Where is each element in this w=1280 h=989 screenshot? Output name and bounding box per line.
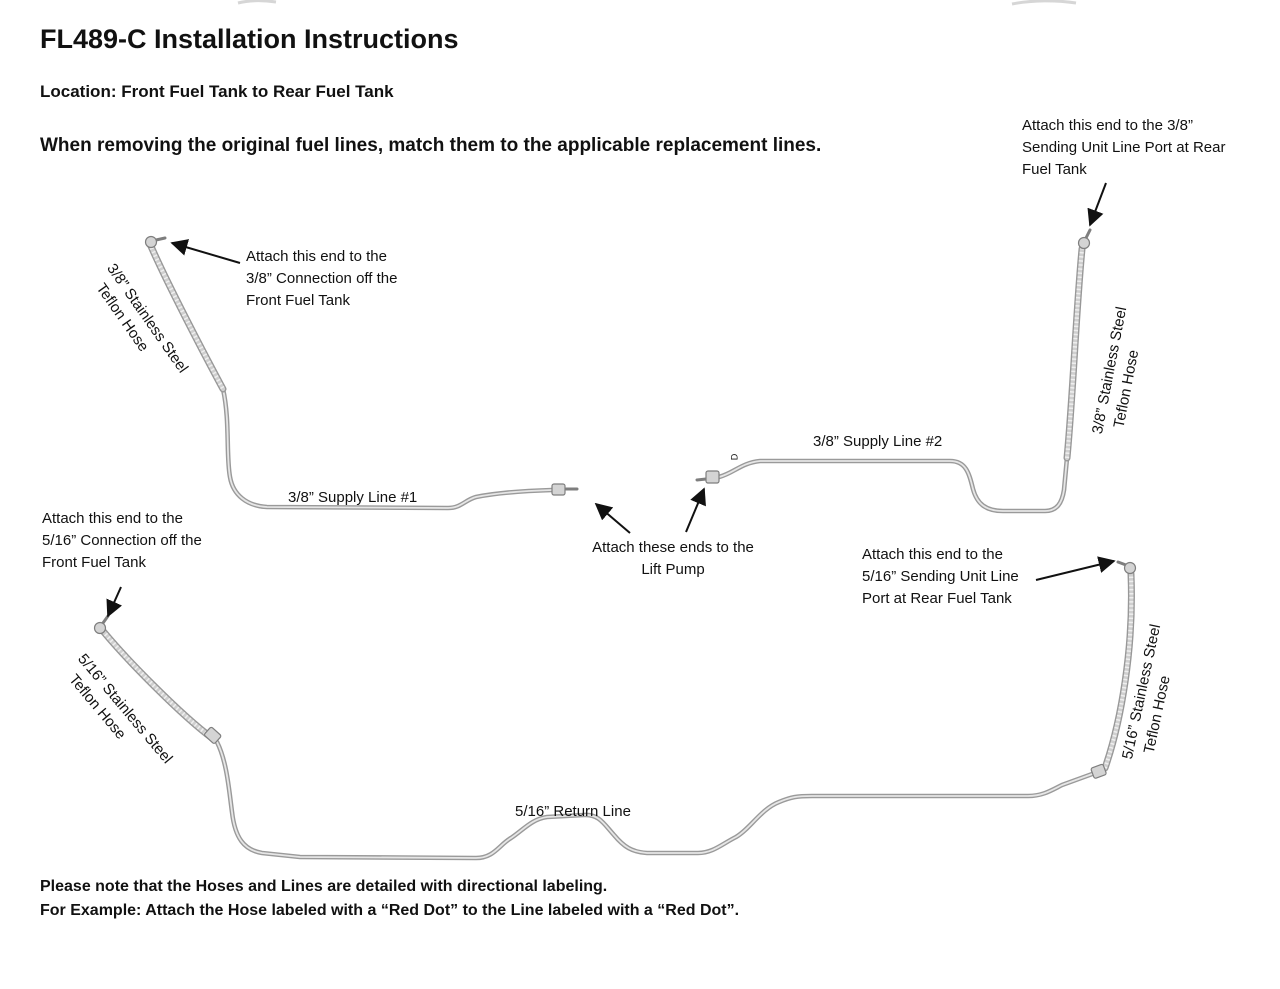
supply-line-1-label: 3/8” Supply Line #1 xyxy=(288,489,418,506)
supply-line-2 xyxy=(719,458,1067,511)
return-line-label: 5/16” Return Line xyxy=(515,803,631,820)
annotation-front-516: Attach this end to the 5/16” Connection … xyxy=(42,508,202,574)
return-line-rear-fitting xyxy=(1090,763,1107,779)
return-line xyxy=(217,742,1095,858)
arrow-to-lift-pump-left-fitting xyxy=(594,502,631,534)
scan-artifacts xyxy=(237,0,1077,6)
supply-line-2-lift-pump-fitting xyxy=(695,470,720,484)
supply-line-1-lift-pump-fitting xyxy=(551,483,579,496)
rear-516-hose-end-fitting xyxy=(1116,560,1137,575)
annotation-line: 3/8” Connection off the xyxy=(246,270,398,287)
directional-d-marker: D xyxy=(729,453,740,461)
annotation-arrows xyxy=(106,182,1116,618)
arrow-to-rear-38-fitting xyxy=(1087,182,1107,227)
annotation-front-38: Attach this end to the 3/8” Connection o… xyxy=(246,246,398,312)
arrow-to-lift-pump-right-fitting xyxy=(685,487,706,533)
annotation-rear-516: Attach this end to the 5/16” Sending Uni… xyxy=(862,544,1019,610)
rear-38-hose-end-fitting xyxy=(1077,228,1092,250)
arrow-to-front-516-fitting xyxy=(106,586,123,618)
annotation-line: 5/16” Connection off the xyxy=(42,532,202,549)
annotation-lift-pump: Attach these ends to the Lift Pump xyxy=(583,537,763,581)
rear-38-hose xyxy=(1067,249,1082,458)
annotation-line: 5/16” Sending Unit Line xyxy=(862,568,1019,585)
annotation-line: Port at Rear Fuel Tank xyxy=(862,590,1012,607)
annotation-line: Attach this end to the 3/8” xyxy=(1022,117,1193,134)
annotation-line: Attach this end to the xyxy=(862,546,1003,563)
arrow-to-front-38-fitting xyxy=(170,239,241,264)
annotation-line: Attach this end to the xyxy=(246,248,387,265)
annotation-rear-38: Attach this end to the 3/8” Sending Unit… xyxy=(1022,115,1225,181)
note-line-2: For Example: Attach the Hose labeled wit… xyxy=(40,902,740,919)
supply-line-2-label: 3/8” Supply Line #2 xyxy=(813,433,943,450)
page-title: FL489-C Installation Instructions xyxy=(40,24,459,54)
note-line-1: Please note that the Hoses and Lines are… xyxy=(40,878,608,895)
intro-line: When removing the original fuel lines, m… xyxy=(40,135,822,156)
annotation-line: Front Fuel Tank xyxy=(246,292,350,309)
front-38-hose-end-fitting xyxy=(144,235,167,249)
annotation-line: Front Fuel Tank xyxy=(42,554,146,571)
arrow-to-rear-516-fitting xyxy=(1035,556,1116,581)
fittings xyxy=(93,228,1137,779)
annotation-line: Attach these ends to the xyxy=(592,539,754,556)
annotation-line: Sending Unit Line Port at Rear xyxy=(1022,139,1226,156)
annotation-line: Fuel Tank xyxy=(1022,161,1087,178)
steel-fuel-lines xyxy=(217,389,1095,858)
annotation-line: Attach this end to the xyxy=(42,510,183,527)
location-line: Location: Front Fuel Tank to Rear Fuel T… xyxy=(40,82,394,101)
return-line-front-fitting xyxy=(204,726,222,744)
front-516-hose-end-fitting xyxy=(93,614,110,635)
annotation-line: Lift Pump xyxy=(641,561,705,578)
